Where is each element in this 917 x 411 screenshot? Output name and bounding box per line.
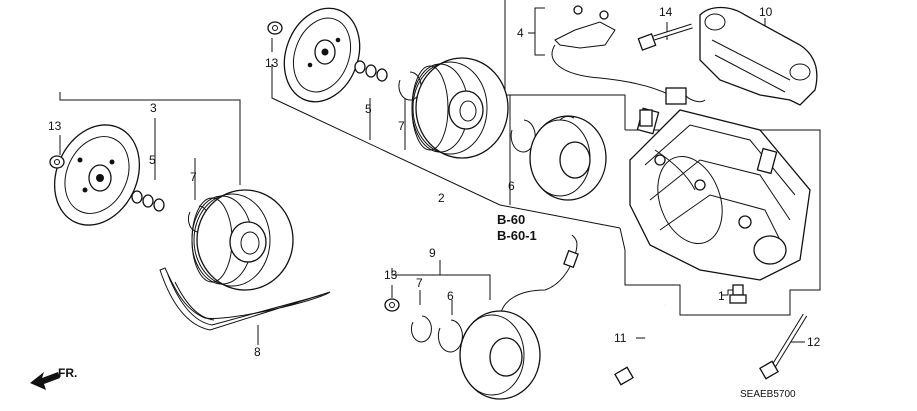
shims-upper	[354, 60, 388, 82]
snap-ring-upper	[398, 71, 422, 101]
bolt-14	[637, 23, 693, 51]
field-coil-lower	[459, 310, 541, 400]
bolt-11	[614, 304, 667, 386]
snap-ring-right	[510, 119, 536, 153]
callout-4: 4	[517, 26, 524, 40]
callout-8: 8	[254, 345, 261, 359]
callout-3: 3	[150, 101, 157, 115]
callout-5-upper: 5	[365, 102, 372, 116]
leader-lines	[59, 0, 821, 345]
callout-12: 12	[807, 335, 821, 349]
callout-7-upper: 7	[398, 119, 405, 133]
clutch-plate-upper	[283, 7, 361, 103]
bolt-12	[759, 313, 808, 380]
callout-6-lower: 6	[447, 289, 454, 303]
front-direction-label: FR.	[58, 366, 77, 380]
bracket-10	[699, 6, 818, 106]
pulley-left	[191, 189, 294, 291]
callout-13-lower: 13	[384, 268, 398, 282]
callout-7-left: 7	[190, 170, 197, 184]
callout-13-left: 13	[48, 119, 62, 133]
callout-9: 9	[429, 246, 436, 260]
front-direction-arrow-icon	[30, 372, 60, 390]
clutch-plate-left	[53, 124, 141, 226]
callout-11: 11	[614, 331, 627, 345]
callout-14: 14	[659, 5, 673, 19]
callout-2: 2	[438, 191, 445, 205]
callout-labels: 1 2 3 4 5 5 6 6 7 7 7 8 9 10 11 12 13 13…	[48, 5, 821, 359]
diagram-code: SEAEB5700	[740, 389, 796, 400]
coil-wire	[499, 234, 579, 321]
reference-b60-1: B-60-1	[497, 228, 537, 243]
snap-rings-lower	[410, 315, 463, 353]
nut-upper	[267, 21, 283, 35]
callout-7-lower: 7	[416, 276, 423, 290]
sensor-harness	[551, 5, 706, 127]
nut-lower	[384, 298, 400, 312]
callout-1: 1	[718, 289, 725, 303]
callout-10: 10	[759, 5, 773, 19]
callout-5-left: 5	[149, 153, 156, 167]
callout-6-upper: 6	[508, 179, 515, 193]
field-coil-upper	[529, 115, 607, 201]
nut-left	[49, 155, 65, 169]
pulley-upper	[411, 57, 509, 159]
reference-labels: B-60 B-60-1	[497, 212, 537, 243]
compressor-body	[629, 107, 811, 281]
shims-left	[131, 190, 165, 212]
plug-item-1	[729, 284, 747, 304]
reference-b60: B-60	[497, 212, 525, 227]
callout-13-upper: 13	[265, 56, 279, 70]
v-belt	[159, 267, 331, 331]
